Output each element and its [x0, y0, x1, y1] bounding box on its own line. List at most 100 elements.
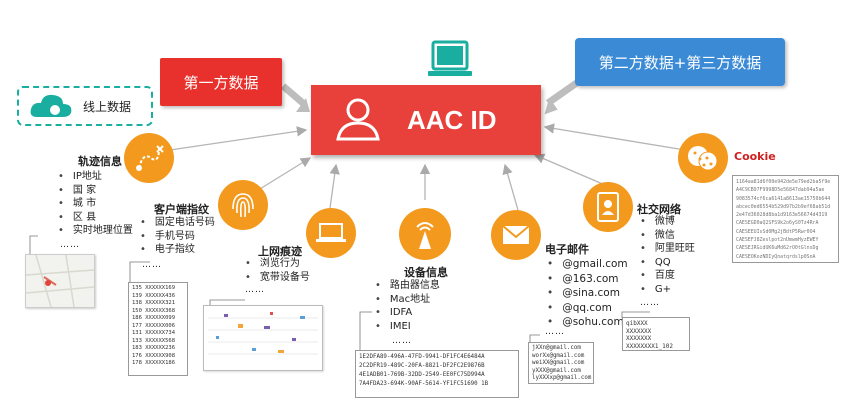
table-row: yXXX@gmail.com: [532, 367, 581, 374]
device-title: 设备信息: [404, 266, 448, 279]
table-row: 183 XXXXXX236: [132, 345, 176, 351]
first-party-label: 第一方数据: [160, 58, 282, 106]
trajectory-list: IP地址 国 家 城 市 区 县 实时地理位置: [58, 170, 133, 238]
table-row: CAESEFJ8Zeslpot2nUmwmHyzEWEY: [736, 237, 819, 244]
list-item: QQ: [640, 256, 695, 270]
cookie-title: Cookie: [734, 150, 776, 163]
table-row: XXXXXXXX1_102: [626, 342, 673, 350]
phone-number-box: 135 XXXXXX169 139 XXXXXX436 138 XXXXXX32…: [128, 282, 188, 376]
table-row: jXXn@gmail.com: [532, 345, 581, 351]
social-more: ……: [640, 298, 660, 308]
table-row: abcec0ed6554b529d97b2b9ef68ab51d: [736, 203, 831, 210]
device-id-box: 1E2DFA89-496A-47FD-9941-DF1FC4E6484A 2C2…: [355, 350, 519, 398]
list-item: 微信: [640, 229, 695, 243]
table-row: 139 XXXXXX436: [132, 292, 176, 299]
mail-icon: [491, 210, 541, 260]
device-more: ……: [392, 336, 412, 346]
table-row: CAESEOKozNDIyQnatqrdslp0SnA: [736, 253, 816, 260]
table-row: weiXX@gmail.com: [532, 360, 585, 366]
map-thumbnail: [25, 254, 95, 308]
email-more: ……: [545, 327, 565, 337]
table-row: 135 XXXXXX169: [132, 285, 176, 291]
online-data-tag: 线上数据: [17, 86, 153, 126]
table-row: worXx@gmail.com: [532, 352, 585, 359]
list-item: @qq.com: [547, 301, 628, 316]
list-item: IDFA: [375, 306, 440, 320]
list-item: @sohu.com: [547, 315, 628, 330]
list-item: 手机号码: [140, 230, 215, 244]
monitor-icon: [428, 40, 472, 76]
table-row: lyXXXxp@gmail.com: [532, 375, 592, 381]
table-row: XXXXXXX: [626, 335, 652, 342]
list-item: @163.com: [547, 272, 628, 287]
aac-id-label: AAC ID: [407, 104, 497, 135]
list-item: 阿里旺旺: [640, 242, 695, 256]
cookie-value-box: 1164aa81d6f00e942de5e79ed2ba5f9e A4C9CB9…: [732, 175, 839, 263]
aac-id-box: AAC ID: [311, 85, 541, 155]
table-row: 7A4FDA23-694K-90AF-5614-YF1FC51690 1B: [359, 381, 489, 387]
table-row: 4E1ADB01-769B-32DD-2549-EE0FC75D994A: [359, 372, 485, 378]
table-row: 178 XXXXXX186: [132, 360, 176, 366]
social-list: 微博 微信 阿里旺旺 QQ 百度 G+: [640, 215, 695, 296]
email-address-box: jXXn@gmail.com worXx@gmail.com weiXX@gma…: [528, 342, 594, 384]
table-row: 176 XXXXXX908: [132, 352, 176, 359]
table-row: 1E2DFA89-496A-47FD-9941-DF1FC4E6484A: [359, 354, 485, 360]
second-third-party-label: 第二方数据+第三方数据: [575, 38, 785, 86]
list-item: 电子指纹: [140, 243, 215, 257]
table-row: CAESEGD0aQ2SFS9k2o6yS0Tz4RrA: [736, 220, 819, 227]
trajectory-title: 轨迹信息: [78, 155, 122, 168]
trajectory-more: ……: [60, 240, 80, 250]
list-item: 固定电话号码: [140, 216, 215, 230]
client-more: ……: [142, 260, 162, 270]
list-item: 实时地理位置: [58, 224, 133, 238]
list-item: 路由器信息: [375, 279, 440, 293]
table-row: 9083574cf6ca6141a8613ae15750b644: [736, 195, 831, 202]
browsing-chart-thumbnail: [203, 305, 323, 371]
contacts-icon: [583, 182, 633, 232]
social-title: 社交网络: [637, 203, 681, 216]
list-item: Mac地址: [375, 293, 440, 307]
social-account-box: qibXXX XXXXXXX XXXXXXX XXXXXXXX1_102: [622, 317, 690, 351]
table-row: 1164aa81d6f00e942de5e79ed2ba5f9e: [736, 179, 831, 185]
user-icon: [336, 98, 380, 141]
client-list: 固定电话号码 手机号码 电子指纹: [140, 216, 215, 257]
web-title: 上网痕迹: [258, 245, 302, 258]
device-list: 路由器信息 Mac地址 IDFA IMEI: [375, 279, 440, 333]
list-item: 浏览行为: [245, 257, 310, 271]
table-row: 133 XXXXXX568: [132, 337, 176, 344]
list-item: @gmail.com: [547, 257, 627, 272]
list-item: G+: [640, 283, 695, 297]
list-item: 宽带设备号: [245, 271, 310, 285]
table-row: qibXXX: [626, 320, 648, 327]
laptop-icon: [306, 208, 356, 258]
list-item: 城 市: [58, 197, 133, 211]
client-title: 客户端指纹: [154, 203, 209, 216]
table-row: XXXXXXX: [626, 327, 652, 335]
cloud-icon: [30, 94, 72, 117]
list-item: IMEI: [375, 320, 440, 334]
table-row: 150 XXXXXX368: [132, 307, 176, 314]
list-item: 区 县: [58, 211, 133, 225]
table-row: CAESEJRGidUK6uMd62rO0tGlnsDg: [736, 245, 819, 252]
list-item: 微博: [640, 215, 695, 229]
list-item: 百度: [640, 269, 695, 283]
fingerprint-icon: [218, 180, 268, 230]
list-item: IP地址: [58, 170, 133, 184]
email-list: @gmail.com @163.com @sina.com @qq.com @s…: [547, 257, 628, 330]
web-list: 浏览行为 宽带设备号: [245, 257, 310, 284]
wifi-tower-icon: [399, 208, 451, 260]
table-row: 131 XXXXXX734: [132, 330, 176, 336]
list-item: @sina.com: [547, 286, 628, 301]
table-row: 186 XXXXXX099: [132, 315, 176, 321]
table-row: 2C2DFR19-489C-20FA-8821-DF2FC2E9876B: [359, 363, 485, 369]
table-row: 2e47d36028d8ba1d9163e56674d4319: [736, 212, 828, 219]
table-row: 177 XXXXXX006: [132, 322, 176, 329]
cookie-icon: [678, 133, 728, 183]
email-title: 电子邮件: [545, 243, 589, 256]
web-more: ……: [245, 285, 265, 295]
table-row: CAESEEUIsSd0Mg2jBdtP5Rwr0O4: [736, 228, 816, 235]
list-item: 国 家: [58, 184, 133, 198]
table-row: A4C9CB97F9998D5e56847dab94a5ae: [736, 187, 825, 194]
online-data-label: 线上数据: [83, 99, 132, 114]
